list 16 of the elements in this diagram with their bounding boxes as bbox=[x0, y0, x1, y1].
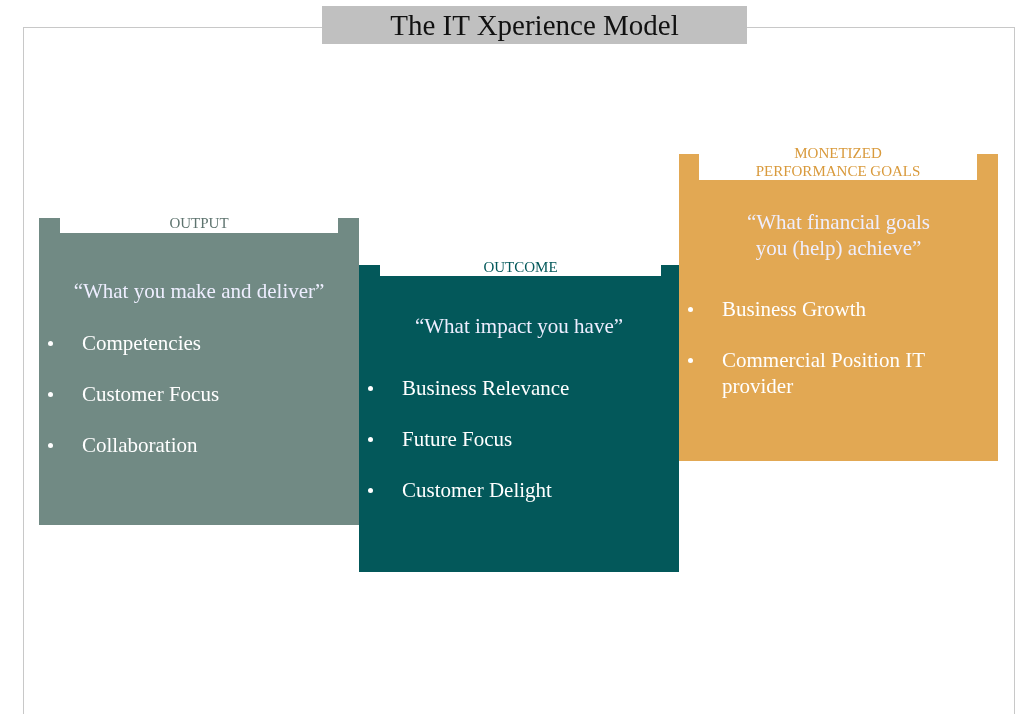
quote-text: “What financial goals you (help) achieve” bbox=[745, 209, 932, 261]
bullet-text: Business Relevance bbox=[402, 375, 571, 401]
bullet-text: Customer Delight bbox=[402, 477, 553, 503]
card-heading: OUTCOME bbox=[482, 258, 559, 276]
card-heading: OUTPUT bbox=[168, 214, 230, 232]
bullet-text: Customer Focus bbox=[82, 381, 221, 407]
bullet-text: Business Growth bbox=[722, 296, 868, 322]
bullet-text: Future Focus bbox=[402, 426, 514, 452]
card-heading: MONETIZED PERFORMANCE GOALS bbox=[754, 144, 922, 180]
content-card bbox=[39, 218, 359, 525]
quote-text: “What impact you have” bbox=[413, 313, 625, 339]
quote-text: “What you make and deliver” bbox=[72, 278, 326, 304]
bullet-text: Collaboration bbox=[82, 432, 199, 458]
title: The IT Xperience Model bbox=[322, 6, 747, 44]
bullet-text: Competencies bbox=[82, 330, 202, 356]
bullet-text: Commercial Position IT provider bbox=[722, 347, 926, 399]
